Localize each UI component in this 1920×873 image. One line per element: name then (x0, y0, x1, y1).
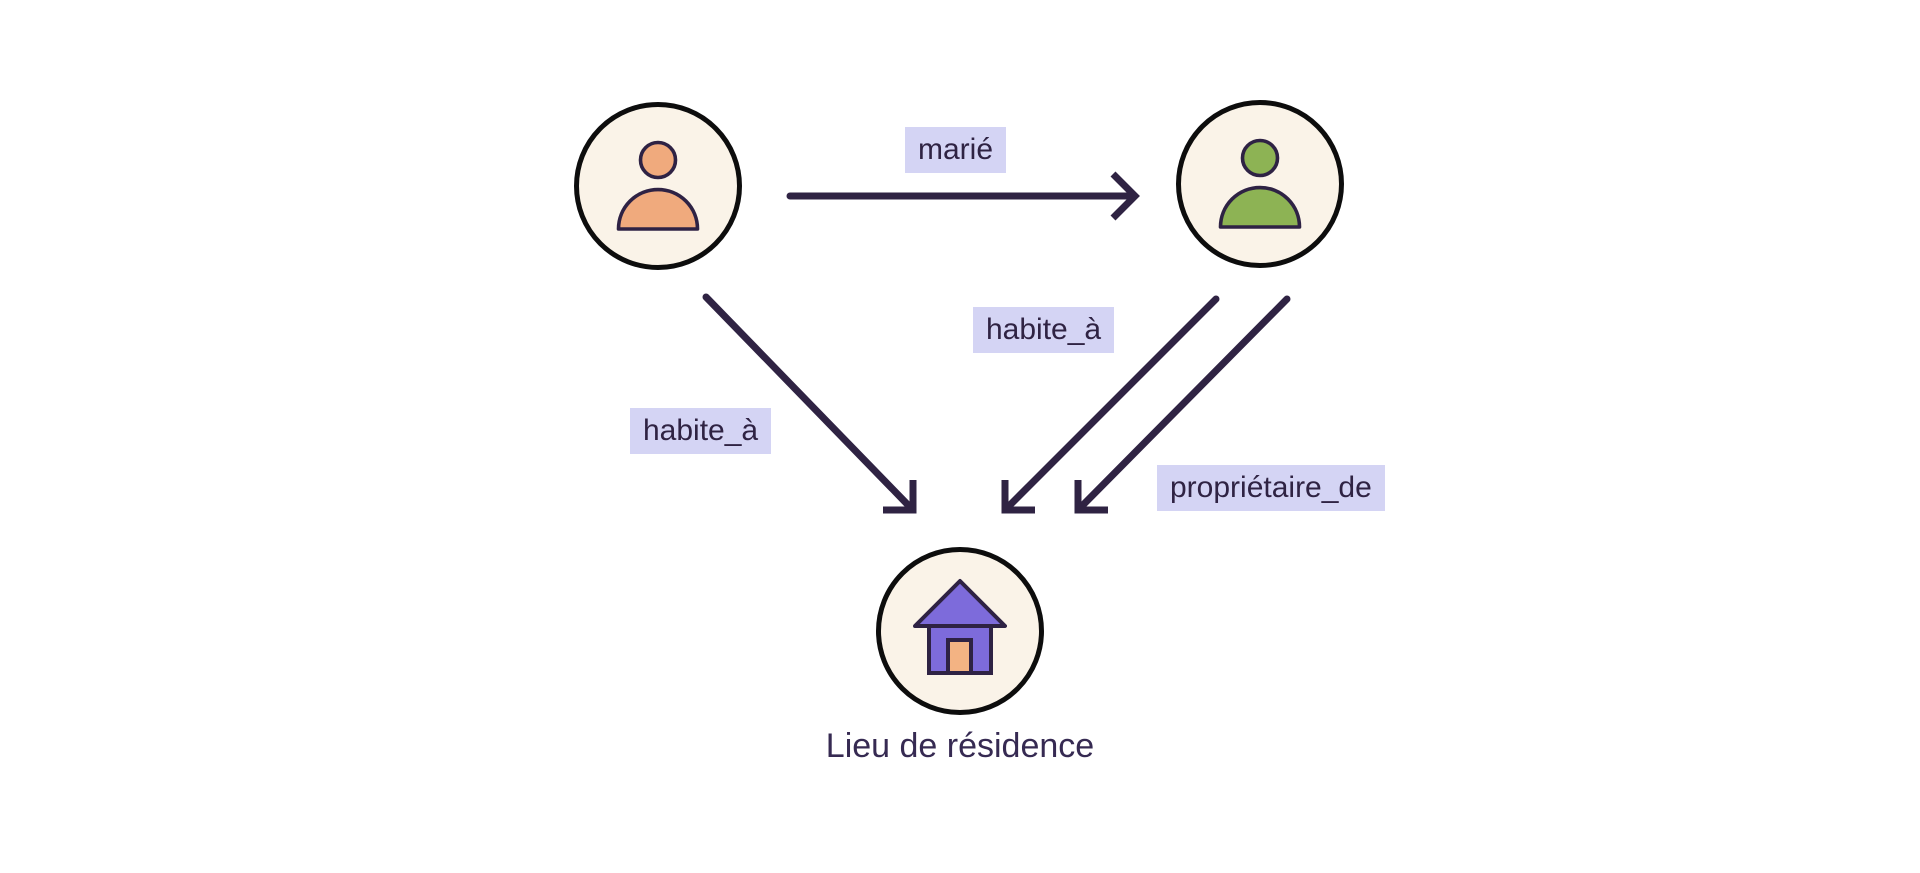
person-head (1240, 138, 1280, 177)
edge-label-habite-a-left: habite_à (630, 408, 772, 454)
house-door (946, 638, 973, 675)
edge-habite-a-left-arrow (702, 293, 917, 514)
edge-label-marie: marié (905, 127, 1007, 173)
person-body (1218, 185, 1302, 229)
house-icon (913, 579, 1007, 675)
house-roof (913, 579, 1007, 628)
node-person-b (1176, 100, 1344, 268)
edge-habite-a-right-arrow (1001, 295, 1220, 514)
residence-node-caption: Lieu de résidence (825, 727, 1095, 765)
person-icon (616, 140, 700, 231)
node-residence (876, 547, 1044, 715)
node-person-a (574, 102, 742, 270)
person-body (616, 187, 700, 231)
edge-label-habite-a-right: habite_à (973, 307, 1115, 353)
edge-marie-arrow (786, 171, 1140, 221)
edge-proprietaire-de-arrow (1074, 295, 1291, 514)
person-icon (1218, 138, 1302, 229)
person-head (638, 140, 678, 179)
edge-label-proprietaire-de: propriétaire_de (1157, 465, 1385, 511)
